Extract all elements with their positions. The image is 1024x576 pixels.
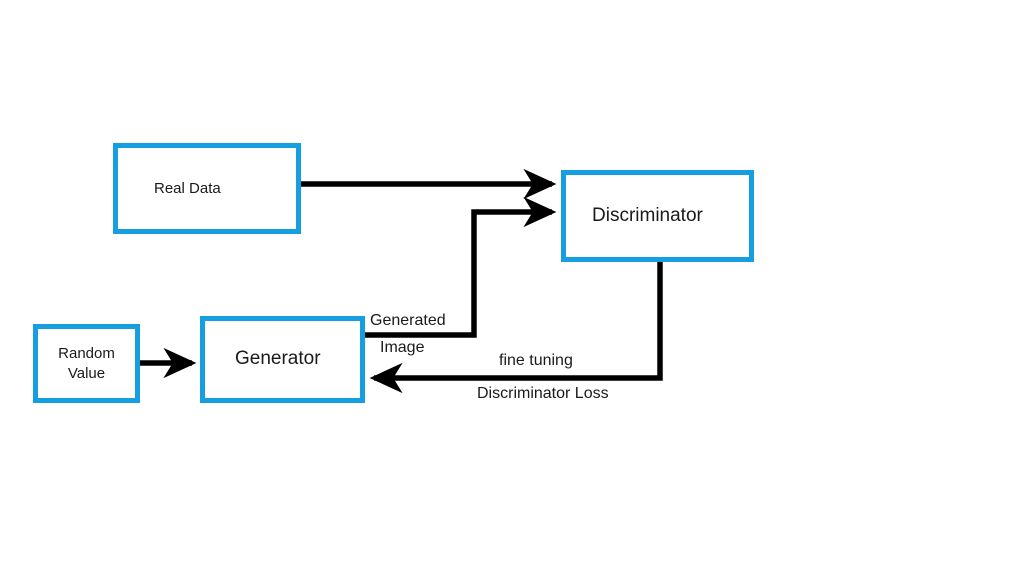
edge-label-fine-tuning: fine tuning [499, 352, 573, 369]
node-random-value[interactable]: Random Value [33, 324, 140, 403]
node-real-data[interactable]: Real Data [113, 143, 301, 234]
node-discriminator[interactable]: Discriminator [561, 170, 754, 262]
edge-label-discriminator-loss: Discriminator Loss [477, 385, 609, 402]
edge-label-generated: Generated [370, 312, 446, 329]
node-random-value-label: Random Value [58, 345, 115, 382]
node-discriminator-label: Discriminator [592, 204, 703, 226]
node-generator-label: Generator [235, 348, 321, 370]
node-real-data-label: Real Data [154, 179, 221, 197]
edge-label-image: Image [380, 339, 425, 356]
node-generator[interactable]: Generator [200, 316, 365, 403]
